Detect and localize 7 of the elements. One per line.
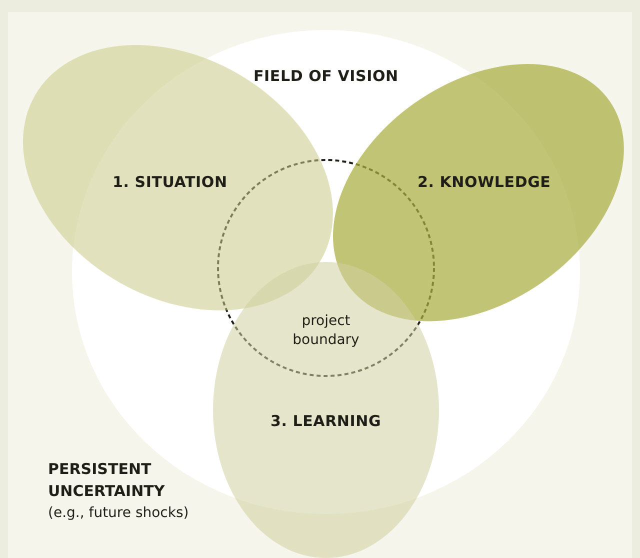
knowledge-label: 2. KNOWLEDGE	[417, 172, 551, 191]
field-label: FIELD OF VISION	[254, 67, 398, 85]
uncertainty-label: PERSISTENT UNCERTAINTY	[48, 459, 166, 502]
learning-label: 3. LEARNING	[270, 412, 382, 430]
example-note: (e.g., future shocks)	[48, 504, 190, 523]
situation-label: 1. SITUATION	[112, 172, 228, 191]
boundary-label: project boundary	[292, 312, 360, 350]
